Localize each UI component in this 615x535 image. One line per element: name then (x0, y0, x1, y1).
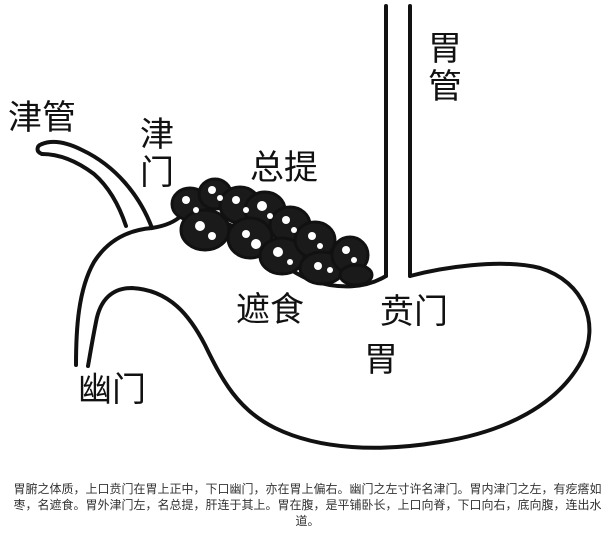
label-ben-men: 贲门 (380, 292, 448, 332)
label-you-men: 幽门 (78, 370, 146, 410)
jin-guan-lower-wall (40, 152, 128, 228)
label-zong-ti: 总提 (250, 148, 318, 188)
label-wei-guan: 胃管 (428, 29, 462, 107)
label-jin-guan: 津管 (8, 98, 76, 138)
zong-ti-mass (170, 177, 374, 287)
label-jin-men: 津门 (140, 115, 174, 193)
label-zhe-shi: 遮食 (236, 290, 304, 330)
diagram-caption: 胃腑之体质，上口贲门在胃上正中，下口幽门，亦在胃上偏右。幽门之左寸许名津门。胃内… (13, 482, 602, 528)
stomach-inner-wall (74, 213, 184, 367)
stomach-diagram (35, 4, 592, 450)
jin-guan-tip (35, 142, 44, 156)
label-wei: 胃 (364, 340, 398, 380)
jin-guan-upper-wall (40, 140, 154, 230)
stomach-outer-wall (86, 261, 592, 450)
